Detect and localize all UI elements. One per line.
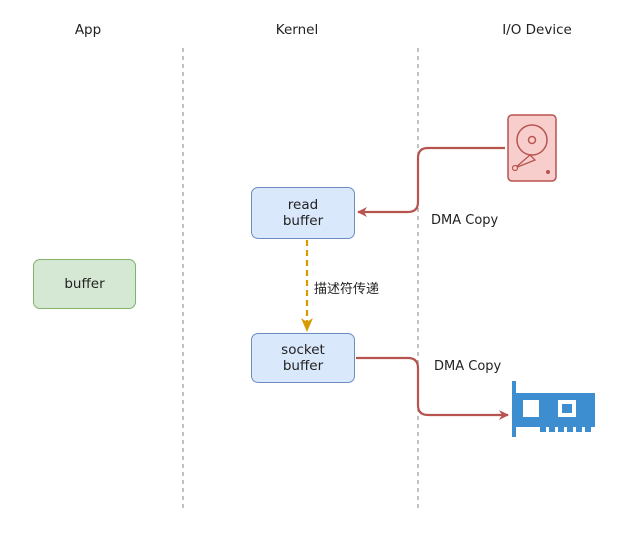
socket-buffer-box: socket buffer — [251, 333, 355, 383]
column-title-app: App — [74, 22, 102, 38]
dma-copy-in-arrow — [357, 146, 505, 217]
dma-copy-out-label: DMA Copy — [434, 359, 502, 374]
dma-copy-in-label: DMA Copy — [431, 213, 499, 228]
read-buffer-label-line1: read — [287, 197, 319, 213]
read-buffer-box: read buffer — [251, 187, 355, 239]
hard-disk-icon — [507, 114, 557, 182]
descriptor-pass-arrowhead — [301, 318, 313, 332]
descriptor-pass-label: 描述符传递 — [314, 282, 380, 297]
read-buffer-label-line2: buffer — [282, 213, 324, 229]
column-title-io-device: I/O Device — [502, 22, 572, 38]
socket-buffer-label-line2: buffer — [282, 358, 324, 374]
network-card-icon — [512, 381, 595, 437]
app-buffer-box: buffer — [33, 259, 136, 309]
dma-copy-out-arrow — [356, 356, 509, 420]
socket-buffer-label-line1: socket — [281, 342, 325, 358]
column-title-kernel: Kernel — [275, 22, 319, 38]
app-buffer-label: buffer — [64, 276, 105, 292]
